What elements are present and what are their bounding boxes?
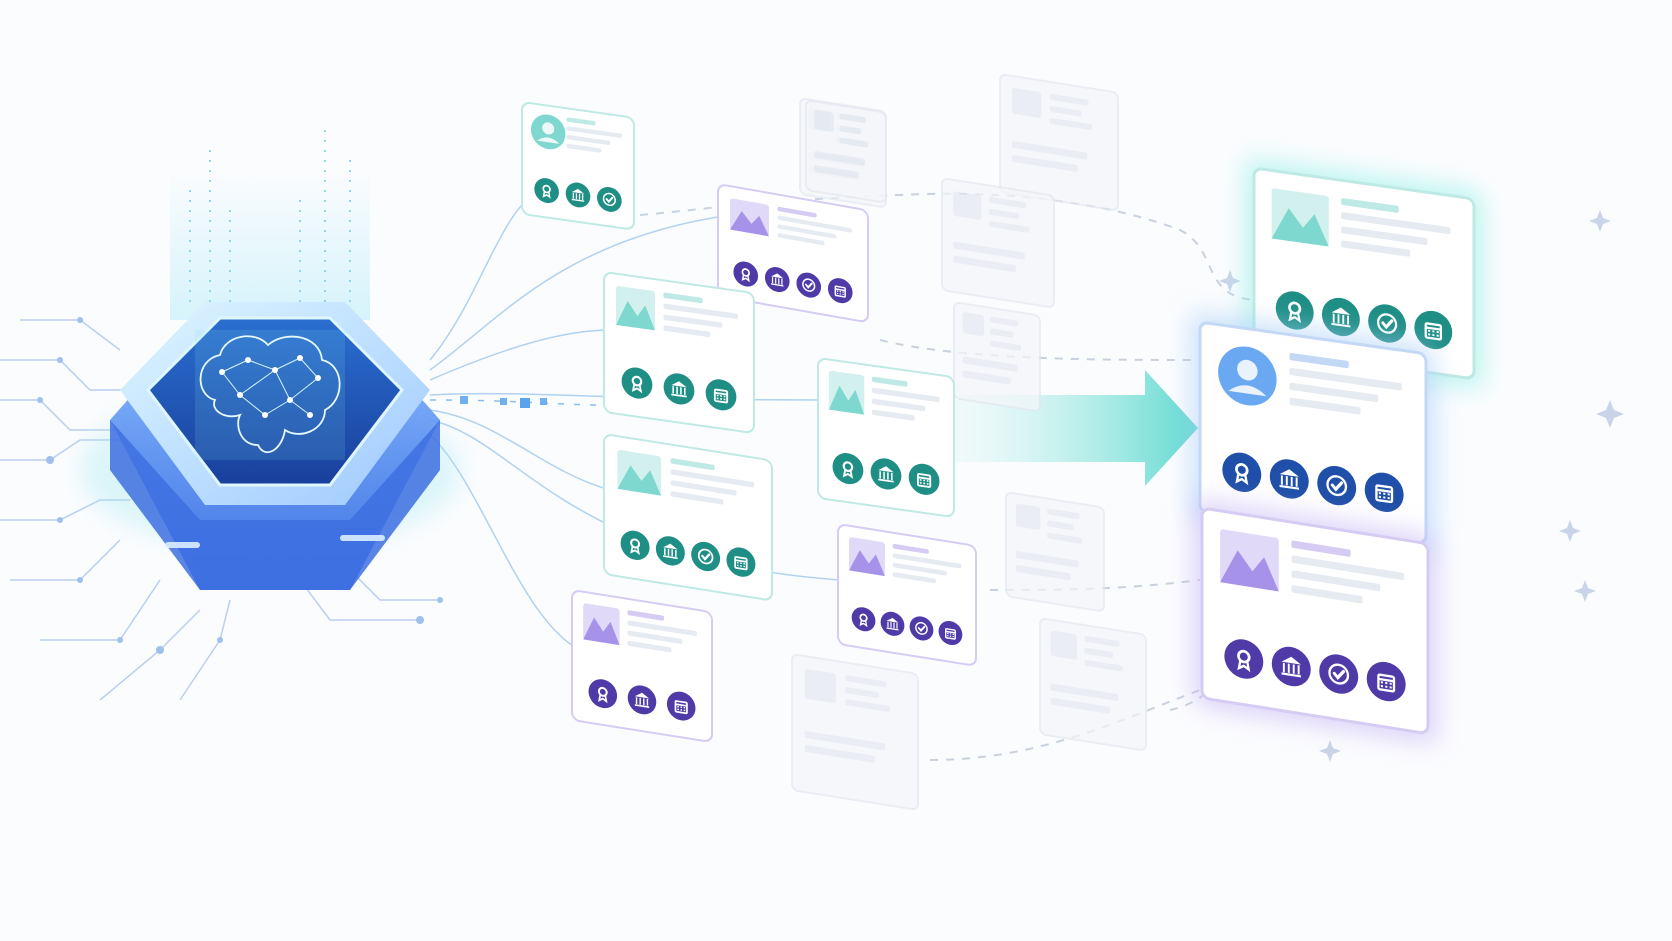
award-badge-icon <box>588 679 618 709</box>
institution-icon <box>1271 646 1311 687</box>
award-badge-icon <box>733 261 759 287</box>
award-badge-icon <box>621 367 653 399</box>
award-badge-icon <box>851 607 876 632</box>
calendar-icon <box>726 547 756 577</box>
verified-check-icon <box>1317 465 1357 506</box>
calendar-icon <box>666 691 696 721</box>
text-lines <box>663 292 739 338</box>
text-lines <box>777 206 853 246</box>
verified-check-icon <box>796 272 822 298</box>
card-profile-small <box>521 102 635 230</box>
institution-icon <box>880 611 905 636</box>
result-card-blue <box>1190 312 1436 554</box>
card-image-purple-bottom <box>571 590 713 743</box>
text-lines <box>1291 540 1404 604</box>
output-cards <box>1190 158 1484 744</box>
calendar-icon <box>1366 661 1406 702</box>
text-lines <box>670 458 755 505</box>
institution-icon <box>565 182 591 208</box>
verified-check-icon <box>597 186 622 212</box>
award-badge-icon <box>1222 452 1262 492</box>
calendar-icon <box>1414 310 1453 350</box>
institution-icon <box>1321 297 1360 337</box>
image-placeholder-icon <box>849 537 885 577</box>
text-lines <box>892 543 962 584</box>
faded-card <box>941 177 1055 308</box>
award-badge-icon <box>832 453 864 485</box>
institution-icon <box>870 458 902 490</box>
calendar-icon <box>705 379 737 411</box>
avatar-icon <box>530 114 566 150</box>
institution-icon <box>1269 459 1309 499</box>
award-badge-icon <box>620 530 650 560</box>
faded-card <box>791 653 919 811</box>
data-beams <box>170 130 370 320</box>
faded-card <box>999 73 1119 211</box>
award-badge-icon <box>1275 291 1314 330</box>
verified-check-icon <box>691 541 721 572</box>
calendar-icon <box>938 620 963 646</box>
image-placeholder-icon <box>1271 188 1329 247</box>
brain-network-icon <box>199 335 341 454</box>
calendar-icon <box>827 278 853 304</box>
faded-card <box>1005 491 1105 612</box>
text-lines <box>566 117 623 153</box>
image-placeholder-icon <box>730 198 769 237</box>
image-placeholder-icon <box>1220 529 1279 592</box>
circuit-nodes <box>37 317 443 654</box>
card-image-purple-mid <box>837 524 977 666</box>
card-image-teal-3 <box>603 434 773 601</box>
verified-check-icon <box>1368 304 1407 343</box>
text-lines <box>871 376 940 421</box>
card-image-purple-top <box>717 184 869 323</box>
text-lines <box>1341 198 1451 257</box>
award-badge-icon <box>534 178 559 204</box>
stream-packets <box>460 396 547 408</box>
avatar-icon <box>1218 346 1277 406</box>
verified-check-icon <box>1319 654 1359 694</box>
ai-hub <box>80 302 460 590</box>
text-lines <box>627 610 698 653</box>
image-placeholder-icon <box>617 450 662 496</box>
verified-check-icon <box>909 616 934 641</box>
faded-card <box>1039 617 1147 751</box>
result-card-purple <box>1192 498 1438 744</box>
card-image-teal-1 <box>603 272 755 434</box>
image-placeholder-icon <box>616 286 655 331</box>
faded-card <box>805 99 887 203</box>
card-image-teal-2 <box>817 358 955 518</box>
source-cards <box>521 102 977 743</box>
image-placeholder-icon <box>583 603 620 646</box>
institution-icon <box>663 373 695 405</box>
institution-icon <box>655 536 685 566</box>
calendar-icon <box>908 463 940 495</box>
calendar-icon <box>1364 472 1404 512</box>
faded-card <box>953 301 1041 412</box>
institution-icon <box>627 685 657 715</box>
institution-icon <box>764 267 790 293</box>
text-lines <box>1289 352 1402 415</box>
award-badge-icon <box>1224 639 1264 679</box>
faded-cards <box>791 73 1147 811</box>
image-placeholder-icon <box>828 370 865 415</box>
